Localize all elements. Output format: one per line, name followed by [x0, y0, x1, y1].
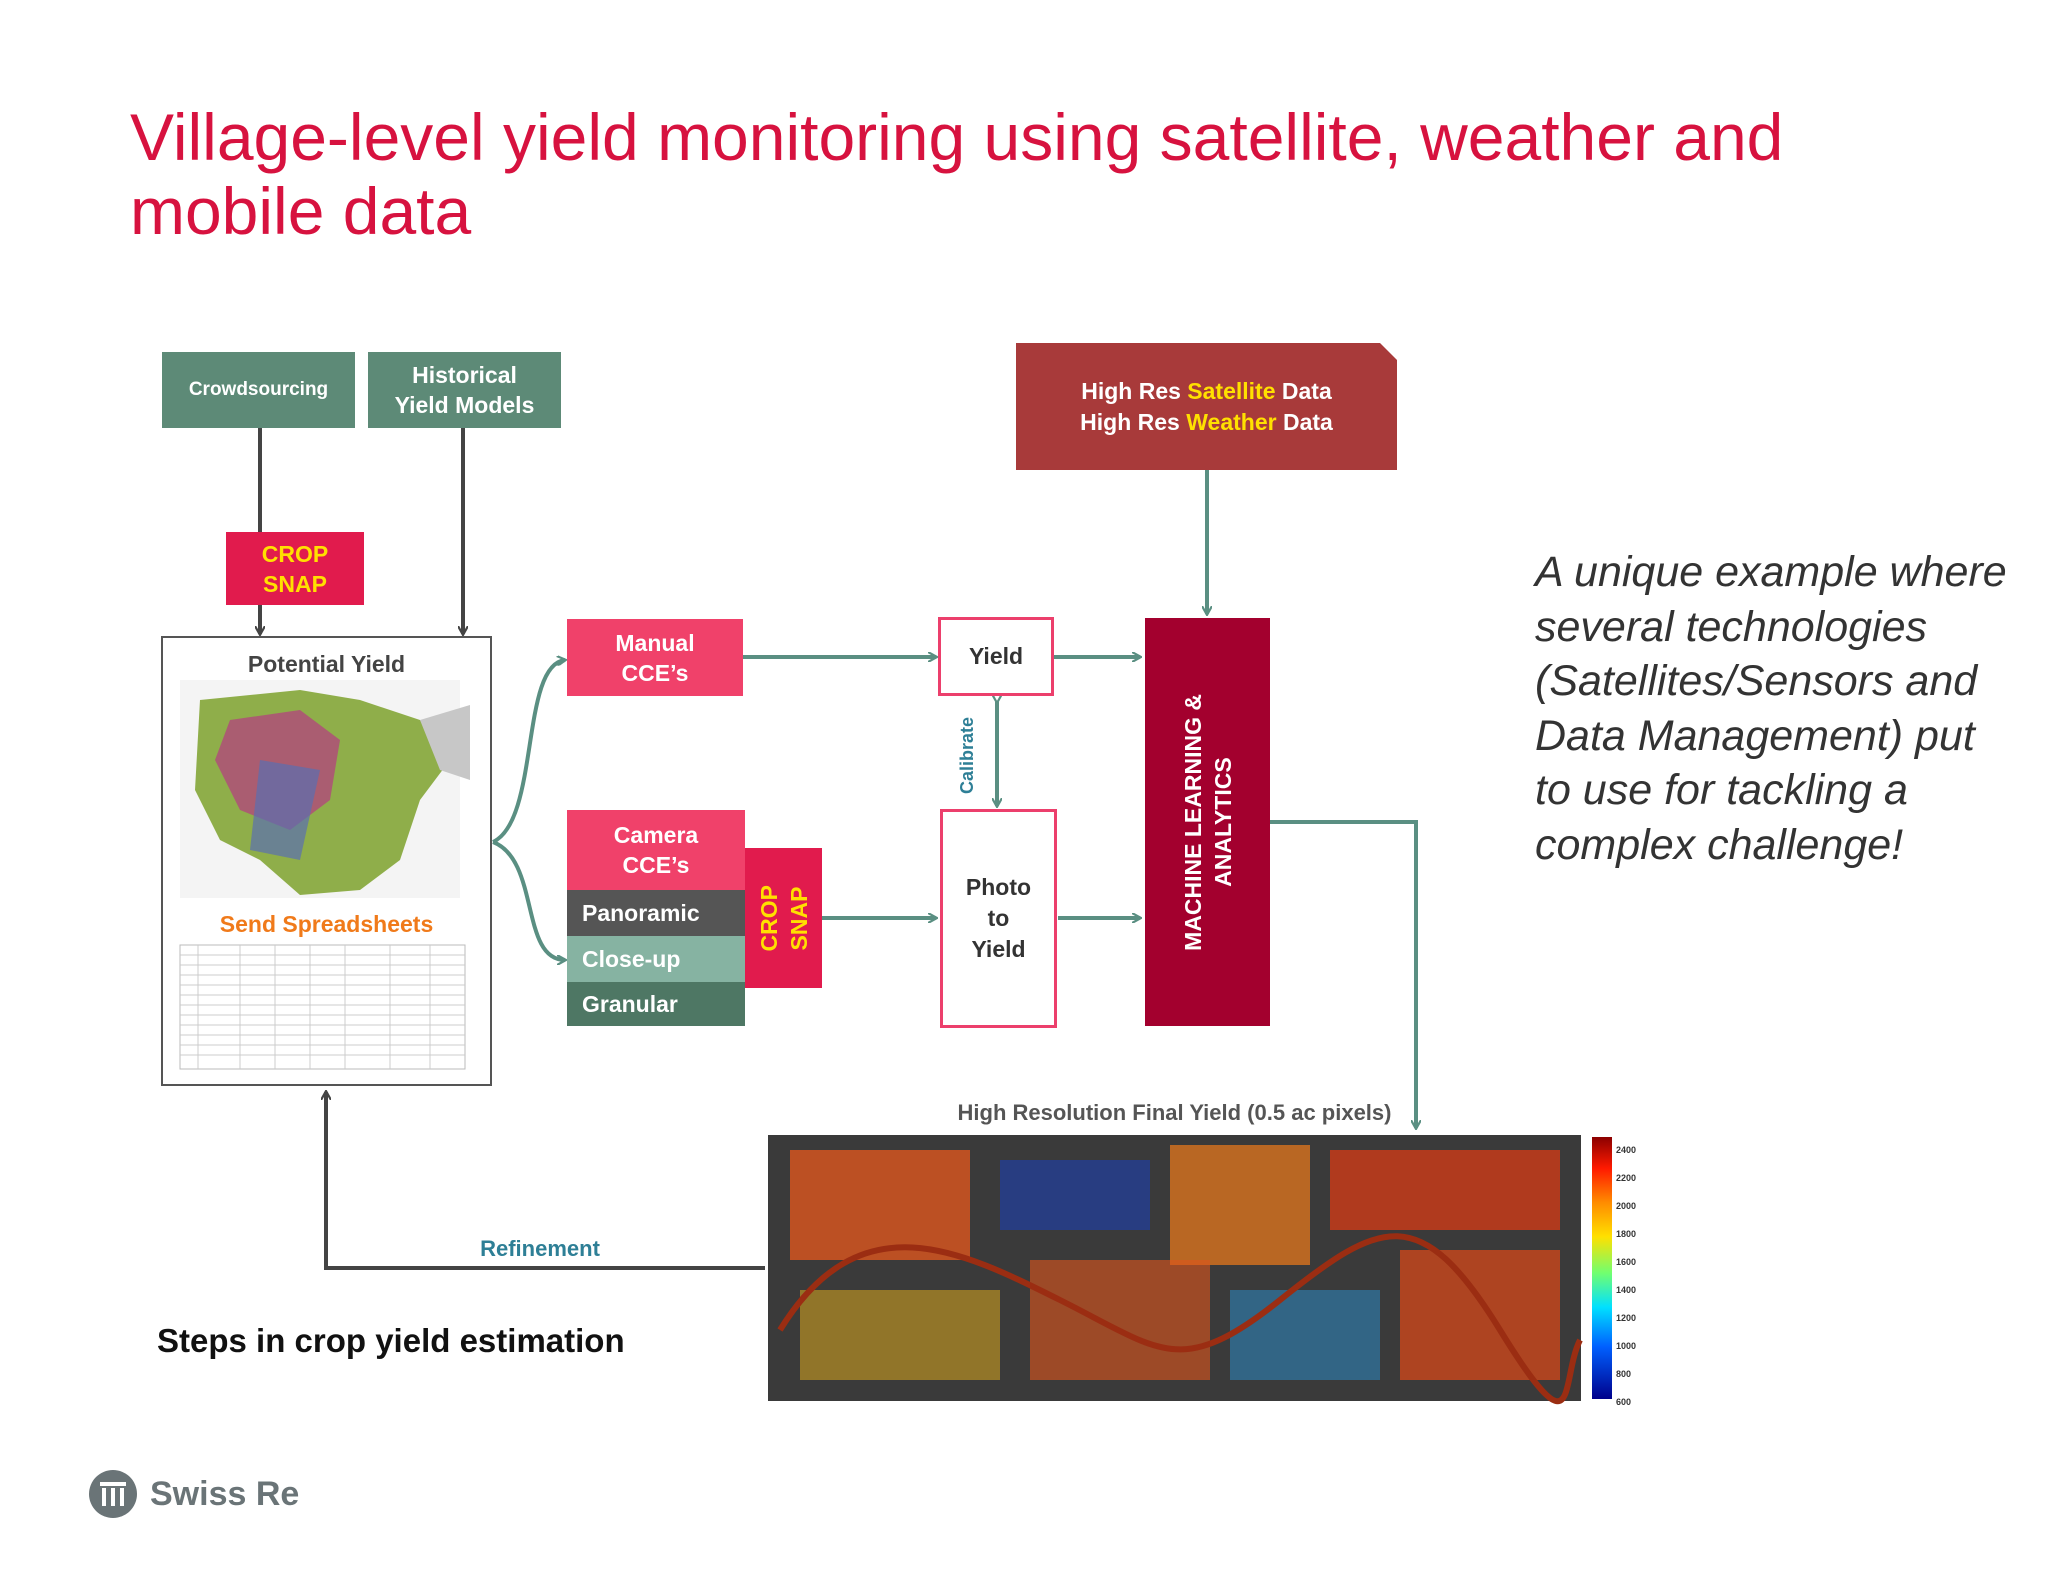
machine-learning-text: MACHINE LEARNING & ANALYTICS	[1178, 694, 1238, 951]
photo-to-yield-box: Photo to Yield	[940, 809, 1057, 1028]
data-line-2-post: Data	[1276, 408, 1333, 435]
potential-yield-panel	[161, 636, 492, 1086]
final-yield-map-title: High Resolution Final Yield (0.5 ac pixe…	[957, 1100, 1392, 1125]
arrow-to-camera	[492, 840, 565, 960]
camera-line-1: Camera	[613, 822, 699, 848]
arrow-ml-map	[1270, 820, 1416, 1128]
data-line-2-highlight: Weather	[1186, 408, 1277, 435]
crop-snap-side-line-2: SNAP	[785, 886, 812, 950]
closeup-row: Close-up	[567, 936, 745, 982]
granular-row: Granular	[567, 982, 745, 1026]
crop-snap-top-line-2: SNAP	[263, 570, 327, 597]
photo-line-2: to	[987, 905, 1010, 931]
high-res-data-box: High Res Satellite Data High Res Weather…	[1016, 343, 1397, 470]
arrow-to-manual	[491, 660, 565, 844]
historical-yield-models-box: Historical Yield Models	[368, 352, 561, 428]
photo-line-3: Yield	[971, 936, 1026, 962]
historical-line-1: Historical	[412, 362, 517, 388]
camera-cce-box: Camera CCE’s	[567, 810, 745, 890]
data-line-1-post: Data	[1275, 377, 1332, 404]
calibrate-label: Calibrate	[956, 717, 977, 795]
manual-line-2: CCE’s	[621, 659, 689, 686]
crowdsourcing-box: Crowdsourcing	[162, 352, 355, 428]
colorbar-tick: 2000	[1616, 1201, 1637, 1211]
colorbar-tick: 600	[1616, 1397, 1632, 1407]
potential-yield-map	[180, 680, 470, 898]
data-line-1-pre: High Res	[1081, 377, 1188, 404]
colorbar-ticks: 2400 2200 2000 1800 1600 1400 1200 1000 …	[1616, 1138, 1656, 1408]
high-res-data-shape	[1016, 343, 1397, 470]
data-line-1-highlight: Satellite	[1187, 377, 1276, 404]
colorbar-tick: 800	[1616, 1369, 1632, 1379]
panoramic-row: Panoramic	[567, 890, 745, 936]
swiss-re-logo: Swiss Re	[88, 1466, 348, 1522]
colorbar-tick: 1800	[1616, 1229, 1637, 1239]
colorbar-tick: 1600	[1616, 1257, 1637, 1267]
yield-box: Yield	[938, 617, 1054, 696]
yield-label: Yield	[968, 643, 1024, 669]
arrow-refinement	[326, 1092, 765, 1270]
colorbar-tick: 1400	[1616, 1285, 1637, 1295]
crop-snap-top-line-1: CROP	[261, 540, 329, 567]
crop-snap-side-line-1: CROP	[755, 884, 782, 952]
manual-line-1: Manual	[615, 629, 695, 656]
data-line-2-pre: High Res	[1080, 408, 1187, 435]
data-line-2: High Res Weather Data	[1080, 407, 1333, 438]
swiss-re-logo-text: Swiss Re	[150, 1474, 300, 1513]
high-res-data-text: High Res Satellite Data High Res Weather…	[1016, 343, 1397, 470]
colorbar-tick: 1000	[1616, 1341, 1637, 1351]
crowdsourcing-label: Crowdsourcing	[188, 379, 329, 400]
send-spreadsheets-label: Send Spreadsheets	[219, 911, 434, 937]
crop-snap-side-box: CROP SNAP	[745, 848, 822, 988]
colorbar-tick: 2400	[1616, 1145, 1637, 1155]
spreadsheet-thumbnail	[179, 944, 466, 1070]
data-line-1: High Res Satellite Data	[1081, 376, 1332, 407]
colorbar-tick: 1200	[1616, 1313, 1637, 1323]
photo-line-1: Photo	[965, 874, 1032, 900]
final-yield-map	[768, 1135, 1612, 1405]
colorbar-tick: 2200	[1616, 1173, 1637, 1183]
manual-cce-box: Manual CCE’s	[567, 619, 743, 696]
potential-yield-title: Potential Yield	[247, 651, 406, 677]
refinement-label: Refinement	[480, 1236, 600, 1261]
swiss-re-logo-icon	[89, 1470, 137, 1518]
ml-line-1: MACHINE LEARNING &	[1179, 693, 1206, 951]
machine-learning-box: MACHINE LEARNING & ANALYTICS	[1145, 618, 1270, 1026]
crop-snap-side-text: CROP SNAP	[754, 885, 814, 951]
historical-line-2: Yield Models	[394, 392, 535, 418]
side-note: A unique example where several technolog…	[1535, 548, 2007, 869]
diagram-caption: Steps in crop yield estimation	[157, 1322, 625, 1359]
ml-line-2: ANALYTICS	[1209, 757, 1236, 887]
crop-snap-top-box: CROP SNAP	[226, 532, 364, 605]
camera-line-2: CCE’s	[622, 852, 690, 878]
calibrate-label-wrap: Calibrate	[952, 706, 982, 806]
page-title: Village-level yield monitoring using sat…	[130, 100, 1784, 248]
